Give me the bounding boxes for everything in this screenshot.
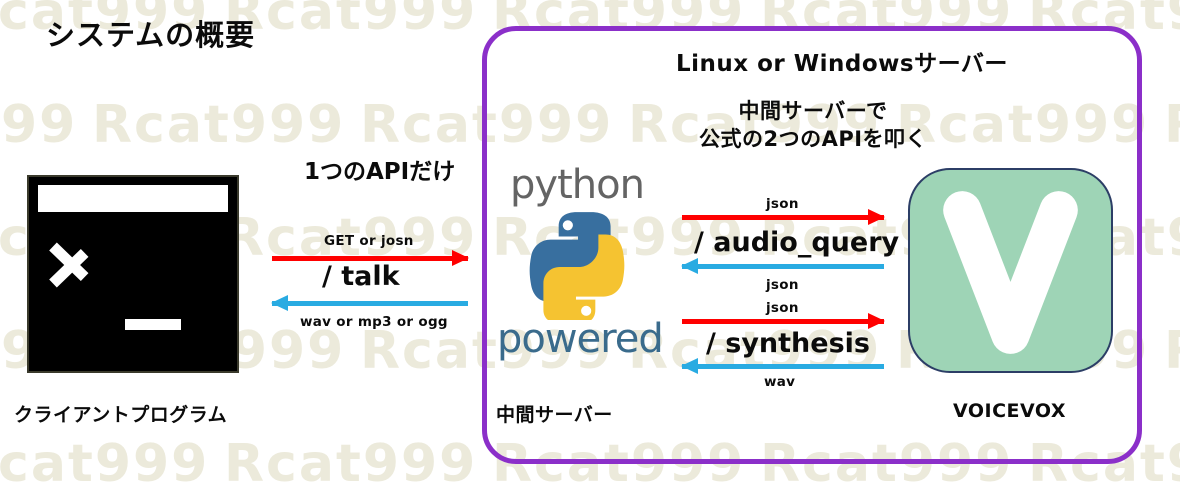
terminal-icon [27,175,239,373]
python-wordmark-top: python [510,162,645,208]
api-1-request-arrow [682,313,885,329]
api-1-response-label: wav [764,374,796,390]
client-request-label: GET or josn [324,233,414,249]
page-title: システムの概要 [46,18,256,52]
watermark-text: Rcat999 [0,434,210,490]
server-box-title: Linux or Windowsサーバー [676,51,1008,77]
server-box-subtitle-line2: 公式の2つのAPIを叩く [698,127,928,151]
voicevox-v-icon [943,191,1078,354]
api-1-request-label: json [766,300,799,316]
middle-server-caption: 中間サーバー [496,404,613,426]
client-response-label: wav or mp3 or ogg [300,314,448,330]
server-boundary-box [482,26,1142,464]
api-0-response-arrow [681,258,884,274]
api-0-endpoint-label: / audio_query [694,227,900,258]
watermark-text: Rcat999 [92,95,346,155]
python-powered-logo: python powered [497,162,664,362]
api-0-request-arrow [682,209,885,225]
watermark-text: Rcat999 [1164,321,1180,381]
terminal-chevron-icon [53,231,93,289]
terminal-title-bar [38,185,228,212]
client-request-arrow [272,250,469,266]
client-response-arrow [271,295,468,311]
terminal-cursor-icon [125,319,181,330]
watermark-text: Rcat999 [0,95,78,155]
watermark-text: Rcat999 [224,0,478,42]
python-wordmark-bottom: powered [497,316,664,362]
server-box-subtitle-line1: 中間サーバーで [738,99,888,123]
api-0-request-label: json [766,196,799,212]
watermark-text: Rcat999 [224,434,478,490]
python-snakes-icon [529,212,625,320]
api-1-endpoint-label: / synthesis [706,328,870,359]
voicevox-logo [908,168,1113,373]
client-caption: クライアントプログラム [14,404,228,426]
client-link-heading: 1つのAPIだけ [304,159,456,185]
client-endpoint-label: / talk [322,261,400,292]
voicevox-caption: VOICEVOX [953,400,1067,422]
api-0-response-label: json [766,277,799,293]
api-1-response-arrow [681,358,884,374]
watermark-text: Rcat999 [1164,95,1180,155]
